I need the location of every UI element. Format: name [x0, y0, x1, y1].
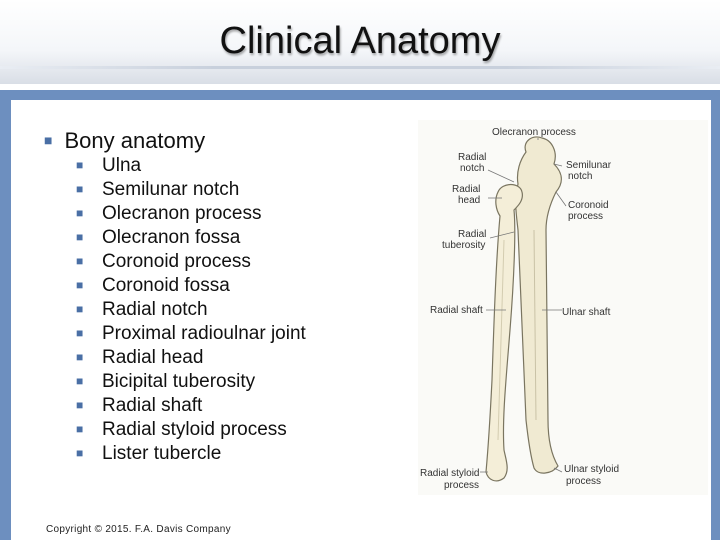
ulna-shading [533, 229, 537, 421]
list-item-text: Coronoid fossa [102, 275, 230, 296]
list-item: ■ Radial notch [76, 298, 306, 322]
radius-bone [485, 183, 523, 482]
label-radial-head-line2: head [458, 195, 480, 206]
title-bar [0, 0, 720, 84]
list-item-text: Lister tubercle [102, 443, 222, 464]
list-item: ■ Radial styloid process [76, 418, 306, 442]
slide-title: Clinical Anatomy [219, 20, 501, 62]
square-bullet-icon: ■ [76, 446, 84, 460]
label-ulnar-shaft: Ulnar shaft [562, 307, 611, 318]
label-semilunar-notch-line2: notch [568, 171, 592, 182]
forearm-bones-illustration: Olecranon process Radial notch Semilunar… [420, 127, 619, 491]
square-bullet-icon: ■ [76, 206, 84, 220]
label-radial-styloid-line2: process [444, 480, 479, 491]
square-bullet-icon: ■ [76, 182, 84, 196]
list-item-text: Olecranon fossa [102, 227, 241, 248]
square-bullet-icon: ■ [44, 132, 53, 148]
list-item-text: Bicipital tuberosity [102, 371, 256, 392]
main-bullet: ■ Bony anatomy [44, 128, 205, 154]
label-radial-tuberosity-line1: Radial [458, 229, 486, 240]
list-item: ■ Olecranon process [76, 202, 306, 226]
list-item-text: Radial shaft [102, 395, 203, 416]
list-item-text: Radial notch [102, 299, 208, 320]
label-coronoid-process-line1: Coronoid [568, 200, 609, 211]
label-coronoid-process-line2: process [568, 211, 603, 222]
sub-bullet-list: ■ Ulna ■ Semilunar notch ■ Olecranon proces… [76, 154, 306, 466]
title-rule [0, 66, 720, 69]
list-item-text: Proximal radioulnar joint [102, 323, 306, 344]
list-item: ■ Coronoid process [76, 250, 306, 274]
list-item-text: Semilunar notch [102, 179, 240, 200]
list-item: ■ Semilunar notch [76, 178, 306, 202]
list-item-text: Coronoid process [102, 251, 251, 272]
square-bullet-icon: ■ [76, 254, 84, 268]
list-item: ■ Bicipital tuberosity [76, 370, 306, 394]
label-semilunar-notch-line1: Semilunar [566, 160, 612, 171]
copyright-notice: Copyright © 2015. F.A. Davis Company [46, 524, 231, 535]
square-bullet-icon: ■ [76, 374, 84, 388]
label-radial-shaft: Radial shaft [430, 305, 483, 316]
label-olecranon-process: Olecranon process [492, 127, 576, 138]
forearm-bones-figure: Olecranon process Radial notch Semilunar… [418, 120, 708, 495]
label-ulnar-styloid-line1: Ulnar styloid [564, 464, 619, 475]
list-item-text: Radial head [102, 347, 204, 368]
list-item: ■ Radial shaft [76, 394, 306, 418]
label-radial-tuberosity-line2: tuberosity [442, 240, 485, 251]
list-item-text: Radial styloid process [102, 419, 287, 440]
label-radial-head-line1: Radial [452, 184, 480, 195]
leader-lines [480, 138, 567, 473]
square-bullet-icon: ■ [76, 350, 84, 364]
main-bullet-text: Bony anatomy [64, 128, 206, 153]
square-bullet-icon: ■ [76, 326, 84, 340]
square-bullet-icon: ■ [76, 422, 84, 436]
list-item-text: Olecranon process [102, 203, 262, 224]
list-item: ■ Lister tubercle [76, 442, 306, 466]
square-bullet-icon: ■ [76, 398, 84, 412]
radius-shading [497, 239, 505, 441]
ulna-bone [515, 136, 562, 474]
list-item: ■ Coronoid fossa [76, 274, 306, 298]
list-item: ■ Proximal radioulnar joint [76, 322, 306, 346]
list-item: ■ Ulna [76, 154, 306, 178]
list-item: ■ Radial head [76, 346, 306, 370]
square-bullet-icon: ■ [76, 230, 84, 244]
label-ulnar-styloid-line2: process [566, 476, 601, 487]
label-radial-notch-line2: notch [460, 163, 484, 174]
label-radial-notch-line1: Radial [458, 152, 486, 163]
label-radial-styloid-line1: Radial styloid [420, 468, 479, 479]
square-bullet-icon: ■ [76, 278, 84, 292]
square-bullet-icon: ■ [76, 302, 84, 316]
list-item: ■ Olecranon fossa [76, 226, 306, 250]
square-bullet-icon: ■ [76, 158, 84, 172]
list-item-text: Ulna [102, 155, 142, 176]
